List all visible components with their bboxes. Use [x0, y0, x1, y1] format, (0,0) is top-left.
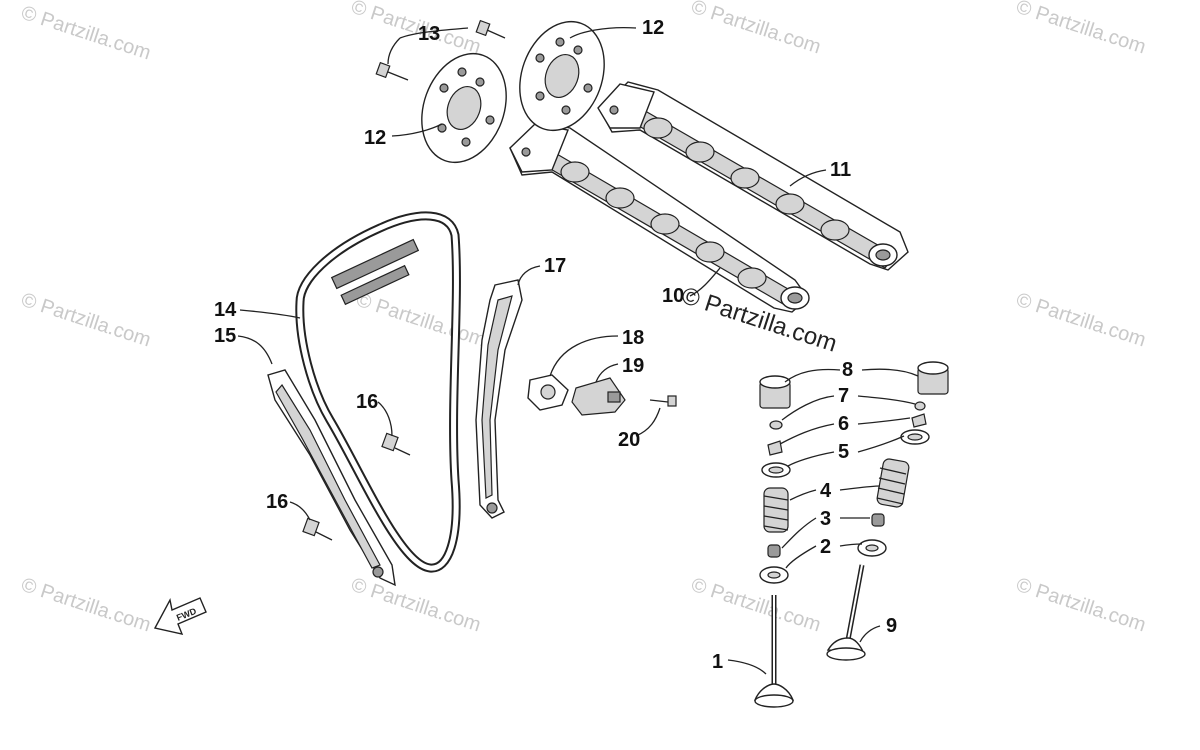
valve-train-left	[753, 375, 795, 708]
watermark: © Partzilla.com	[18, 2, 153, 65]
leader-lines	[237, 26, 919, 675]
callout-7: 7	[838, 385, 849, 407]
callout-16: 16	[266, 491, 288, 513]
cam-sprocket-upper	[519, 20, 605, 132]
callout-20: 20	[618, 429, 640, 451]
callout-12: 12	[642, 17, 664, 39]
callout-8: 8	[842, 359, 853, 381]
callout-14: 14	[214, 299, 237, 321]
callout-1: 1	[712, 651, 723, 673]
callout-9: 9	[886, 615, 897, 637]
watermark: © Partzilla.com	[688, 0, 823, 58]
camshaft-exhaust	[597, 81, 909, 271]
callout-13: 13	[418, 23, 440, 45]
callout-17: 17	[544, 255, 566, 277]
callout-labels: 13 12 12 11 17 10 14 15 16 16 18 19 20 8…	[214, 17, 897, 673]
callout-19: 19	[622, 355, 644, 377]
chain-guide	[475, 279, 523, 519]
camshaft-intake	[509, 121, 810, 313]
watermark: © Partzilla.com	[18, 289, 153, 352]
sprocket-bolt-upper	[475, 19, 506, 39]
callout-16: 16	[356, 391, 378, 413]
callout-4: 4	[820, 480, 832, 502]
callout-6: 6	[838, 413, 849, 435]
callout-3: 3	[820, 508, 831, 530]
callout-2: 2	[820, 536, 831, 558]
guide-bolt-upper	[381, 432, 411, 456]
forward-direction-arrow: FWD	[153, 597, 207, 635]
chain-tensioner	[571, 377, 626, 416]
chain-tensioner-guide	[267, 369, 396, 587]
tensioner-gasket	[527, 374, 569, 411]
guide-bolt-lower	[302, 517, 333, 541]
callout-11: 11	[830, 159, 851, 181]
watermark: © Partzilla.com	[1013, 574, 1148, 637]
callout-18: 18	[622, 327, 644, 349]
cam-sprocket-lower	[421, 52, 507, 164]
tensioner-bolt	[649, 395, 677, 407]
callout-10: 10	[662, 285, 684, 307]
watermark: © Partzilla.com	[1013, 289, 1148, 352]
callout-5: 5	[838, 441, 849, 463]
timing-chain	[295, 211, 461, 573]
watermark: © Partzilla.com	[1013, 0, 1148, 58]
callout-15: 15	[214, 325, 236, 347]
callout-12: 12	[364, 127, 386, 149]
watermark: © Partzilla.com	[348, 0, 483, 58]
watermark: © Partzilla.com	[353, 289, 488, 352]
watermark: © Partzilla.com	[348, 574, 483, 637]
sprocket-bolt-lower	[375, 61, 409, 81]
watermark: © Partzilla.com	[688, 574, 823, 637]
watermark: © Partzilla.com	[18, 574, 153, 637]
